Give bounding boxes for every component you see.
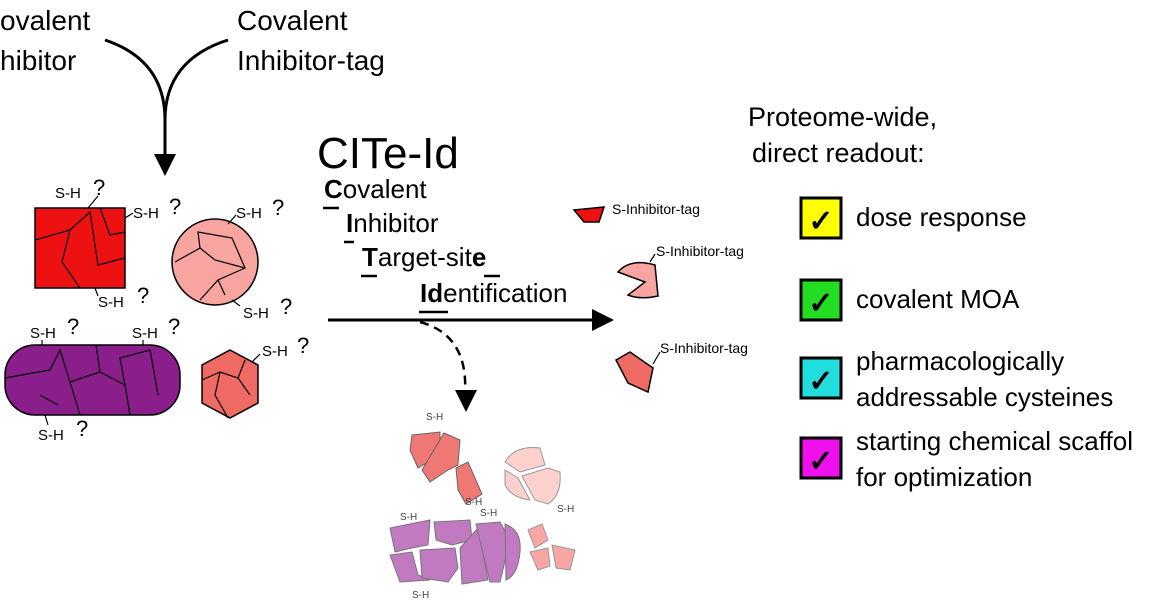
tag-label: S-Inhibitor-tag bbox=[656, 243, 744, 259]
question-mark: ? bbox=[297, 333, 309, 358]
check-icon: ✓ bbox=[808, 365, 833, 398]
merge-curve-left bbox=[104, 38, 167, 121]
fragments-purple bbox=[389, 519, 521, 585]
readout-item-label: starting chemical scaffol bbox=[856, 426, 1133, 456]
acronym-line-identification: Identification bbox=[420, 278, 567, 308]
peptide-pink bbox=[616, 261, 659, 299]
readout-item-label: dose response bbox=[856, 202, 1027, 232]
fragments-coral bbox=[409, 431, 483, 505]
input-right-line2: Inhibitor-tag bbox=[237, 45, 385, 76]
peptide-coral bbox=[615, 351, 654, 394]
check-icon: ✓ bbox=[808, 445, 833, 478]
readout-item-dose-response: ✓ dose response bbox=[799, 196, 1027, 240]
check-icon: ✓ bbox=[808, 205, 833, 238]
sh-label: S-H bbox=[55, 185, 81, 202]
fragments-light-coral bbox=[527, 523, 576, 571]
input-right-line1: Covalent bbox=[237, 5, 348, 36]
sh-label: S-H bbox=[236, 205, 262, 222]
question-mark: ? bbox=[67, 314, 79, 339]
readout-item-label: for optimization bbox=[856, 462, 1032, 492]
readout-item-label: pharmacologically bbox=[856, 346, 1064, 376]
acronym-line-covalent: Covalent bbox=[324, 174, 427, 204]
question-mark: ? bbox=[137, 283, 149, 308]
peptide-red bbox=[572, 206, 606, 223]
sh-label: S-H bbox=[38, 427, 64, 444]
protein-pink-circle bbox=[171, 214, 259, 307]
readout-item-label: covalent MOA bbox=[856, 284, 1020, 314]
readout-heading-line1: Proteome-wide, bbox=[748, 102, 937, 132]
tag-label: S-Inhibitor-tag bbox=[660, 340, 748, 356]
fragments-pink bbox=[504, 447, 561, 505]
sh-label: S-H bbox=[132, 325, 158, 342]
dashed-arrow-head bbox=[455, 390, 477, 412]
check-icon: ✓ bbox=[808, 287, 833, 320]
protein-red-square bbox=[34, 195, 134, 297]
input-left-line2: hibitor bbox=[0, 45, 76, 76]
dashed-arrow bbox=[419, 320, 467, 393]
merge-arrow-head bbox=[154, 154, 176, 176]
sh-label: S-H bbox=[557, 504, 574, 515]
protein-purple-pill bbox=[4, 340, 181, 426]
question-mark: ? bbox=[280, 294, 292, 319]
question-mark: ? bbox=[272, 195, 284, 220]
tag-label: S-Inhibitor-tag bbox=[612, 201, 700, 217]
acronym-line-target-site: Target-site bbox=[362, 242, 486, 272]
sh-label: S-H bbox=[426, 412, 443, 423]
sh-label: S-H bbox=[30, 325, 56, 342]
readout-item-chemical-scaffold: ✓ starting chemical scaffol for optimiza… bbox=[799, 426, 1133, 492]
cite-id-title: CITe-Id bbox=[317, 129, 459, 178]
main-arrow-head bbox=[592, 309, 614, 331]
sh-label: S-H bbox=[480, 508, 497, 519]
merge-curve-right bbox=[163, 38, 229, 121]
question-mark: ? bbox=[168, 314, 180, 339]
readout-item-addressable-cysteines: ✓ pharmacologically addressable cysteine… bbox=[799, 346, 1113, 412]
readout-item-covalent-moa: ✓ covalent MOA bbox=[799, 278, 1020, 322]
readout-heading-line2: direct readout: bbox=[752, 138, 925, 168]
sh-label: S-H bbox=[400, 512, 417, 523]
sh-label: S-H bbox=[412, 590, 429, 601]
sh-label: S-H bbox=[243, 305, 269, 322]
readout-item-label: addressable cysteines bbox=[856, 382, 1113, 412]
question-mark: ? bbox=[93, 175, 105, 200]
sh-label: S-H bbox=[133, 205, 159, 222]
sh-label: S-H bbox=[262, 343, 288, 360]
acronym-line-inhibitor: Inhibitor bbox=[346, 208, 439, 238]
question-mark: ? bbox=[76, 416, 88, 441]
sh-label: S-H bbox=[98, 294, 124, 311]
input-left-line1: ovalent bbox=[0, 5, 91, 36]
protein-coral-hexagon bbox=[201, 349, 261, 419]
sh-label: S-H bbox=[465, 497, 482, 508]
question-mark: ? bbox=[169, 194, 181, 219]
